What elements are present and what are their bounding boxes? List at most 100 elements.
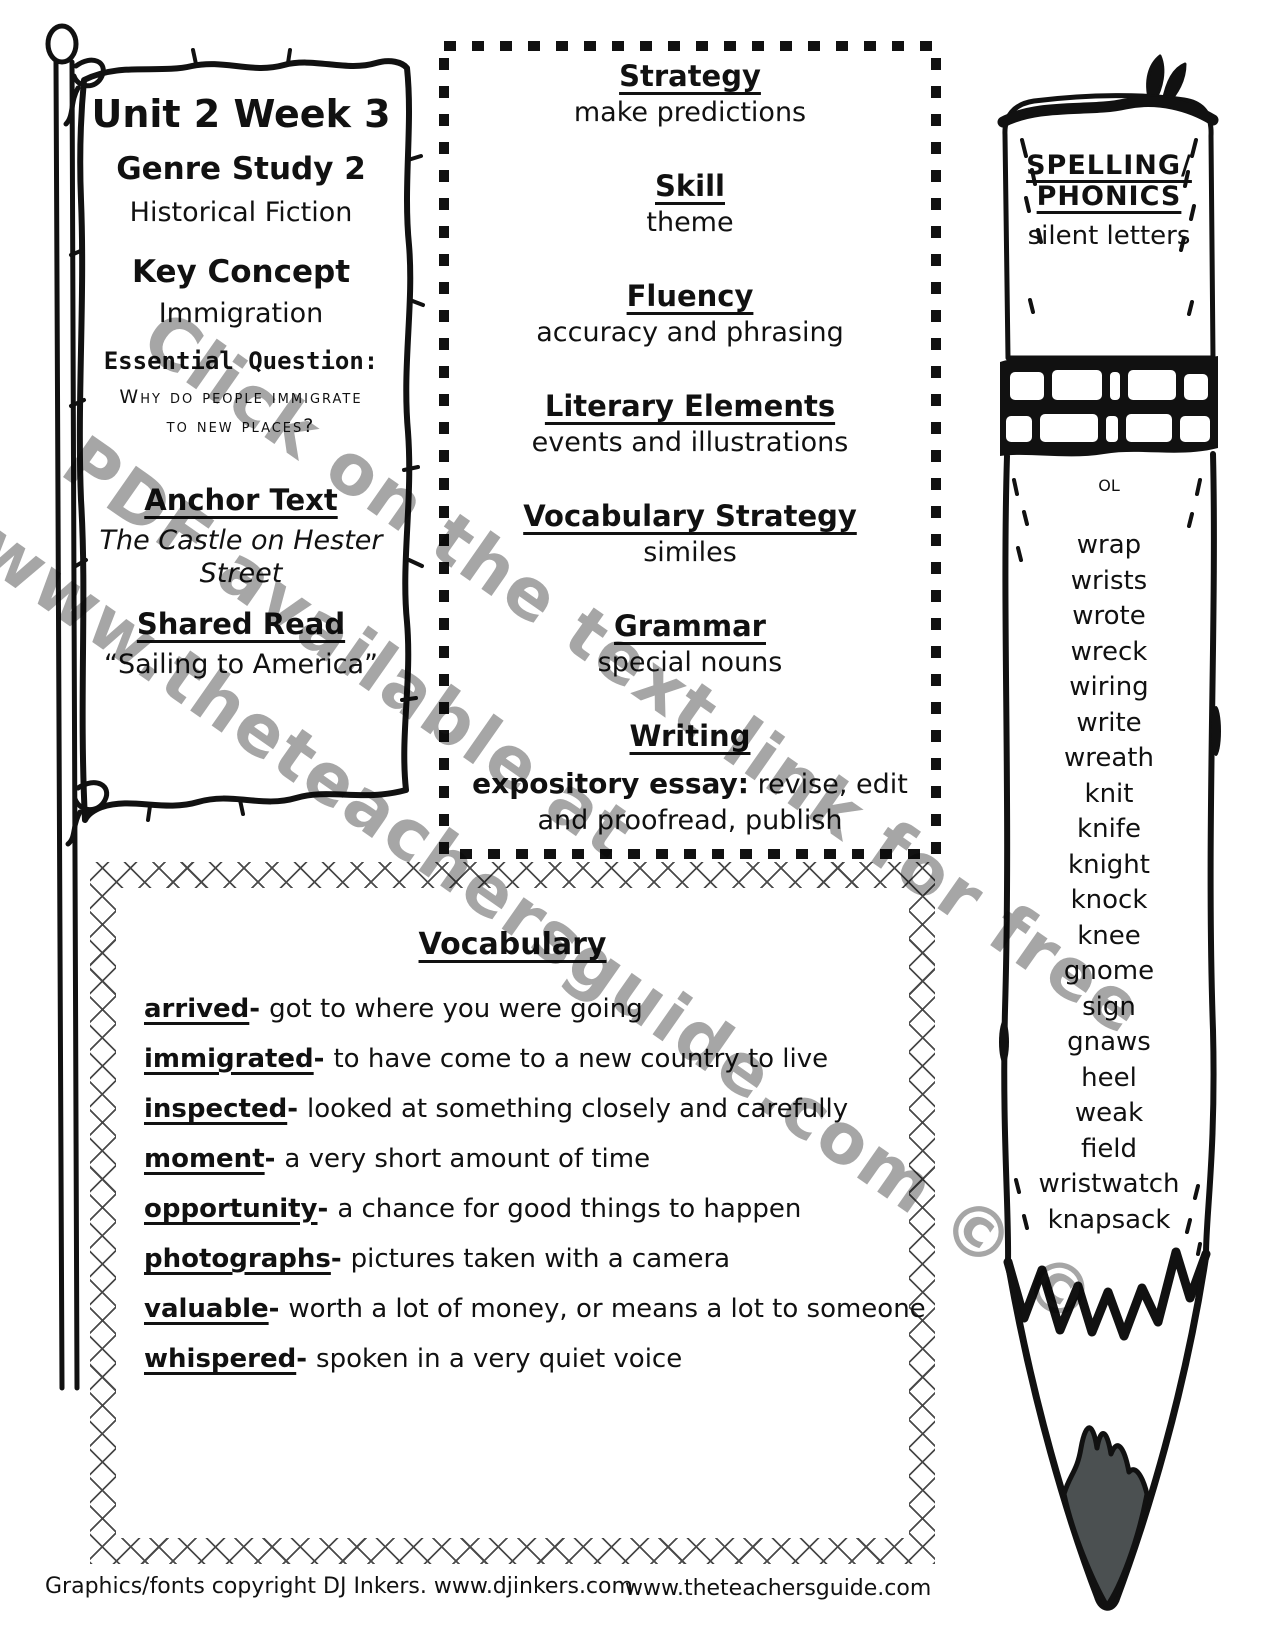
vocab-definition: a very short amount of time [284,1144,651,1174]
vocab-dash: - [330,1244,342,1274]
spelling-word: wrap [1076,530,1142,560]
spelling-subheading: silent letters [1027,221,1191,251]
vocab-word: opportunity [144,1194,318,1224]
vocab-entry: valuable-worth a lot of money, or means … [144,1284,926,1334]
vocab-definition: worth a lot of money, or means a lot to … [288,1294,926,1324]
skills-section: Vocabulary Strategy similes [446,498,934,570]
vocab-dash: - [313,1044,325,1074]
flag-tie-bottom [65,780,110,847]
spelling-heading-line2: PHONICS [1036,181,1182,212]
eraser-shading-dashes [1020,138,1198,316]
ol-level-label: OL [1098,476,1120,495]
vocab-word: immigrated [144,1044,314,1074]
skills-section: Fluency accuracy and phrasing [446,278,934,350]
flag-fabric [76,58,414,823]
spelling-word: wiring [1069,672,1149,702]
section-label: Fluency [626,279,754,313]
spelling-word-list: wrap wrists wrote wreck wiring write wre… [1006,528,1212,1238]
vocab-entry: inspected-looked at something closely an… [144,1084,909,1134]
pencil-body-left-edge [1001,453,1012,1265]
vocabulary-box-inner: Vocabulary arrived - got to where you were… [116,888,926,1538]
spelling-heading: SPELLING/ PHONICS silent letters [1006,150,1212,252]
vocabulary-box: Vocabulary arrived - got to where you were… [90,862,935,1564]
essential-question-line2: to new places? [166,415,316,437]
footer-website: www.theteachersguide.com [625,1576,932,1601]
vocab-dash: - [264,1144,276,1174]
writing-section: Writing expository essay: revise, edit a… [446,718,934,839]
pencil-illustration [997,54,1221,1611]
section-value: accuracy and phrasing [536,317,844,348]
section-label: Writing [629,719,751,753]
vocab-definition: a chance for good things to happen [337,1194,802,1224]
spelling-word: field [1080,1133,1138,1164]
vocabulary-title: Vocabulary [418,927,607,962]
spelling-word: knock [1070,885,1148,915]
spelling-word: knee [1077,920,1141,951]
flag-panel: Unit 2 Week 3 Genre Study 2 Historical F… [88,92,394,681]
spelling-word: sign [1082,991,1136,1022]
vocab-entry: moment-a very short amount of time [144,1134,909,1184]
section-value: theme [646,207,734,238]
vocab-definition: to have come to a new country to live [333,1044,829,1074]
vocab-dash: - [317,1194,329,1224]
vocab-dash: - [268,1294,280,1324]
pencil-eraser-top-edge [997,96,1219,128]
vocab-word: photographs [144,1244,331,1274]
vocab-dash: - [296,1344,308,1374]
spelling-word: wreck [1070,636,1148,667]
spelling-word: wreath [1064,743,1154,773]
genre-study-subtitle: Genre Study 2 [116,151,366,187]
footer-credit: Graphics/fonts copyright DJ Inkers. www.… [45,1574,633,1599]
flag-pole [69,59,80,1391]
section-label: Skill [655,169,725,203]
vocab-word: arrived [144,994,250,1024]
vocab-dash: - [287,1094,299,1124]
spelling-word: wristwatch [1038,1169,1180,1199]
body-shading-dashes [1012,478,1202,1256]
skills-section: Skill theme [446,168,934,240]
flag-pole [53,59,65,1391]
flag-edge-ticks [69,48,425,822]
vocab-word: whispered [144,1344,297,1374]
dotted-panel-border [439,41,941,859]
essential-question-label: Essential Question: [103,347,379,375]
pencil-graphite [1061,1425,1150,1609]
spelling-word: write [1076,707,1142,738]
section-label: Strategy [619,59,761,93]
section-label: Literary Elements [544,389,836,423]
essential-question-line1: Why do people immigrate [119,386,363,408]
vocab-entry: immigrated-to have come to a new country… [144,1034,909,1084]
flag-illustration [45,23,425,1391]
section-value: special nouns [597,647,783,678]
key-concept-value: Immigration [158,298,324,329]
vocab-word: inspected [144,1094,288,1124]
skills-section: Grammar special nouns [446,608,934,680]
vocabulary-entries: arrived - got to where you were going immi… [116,984,926,1384]
vocab-word: valuable [144,1294,269,1324]
spelling-word: gnaws [1067,1027,1151,1057]
pencil-ferrule-bricks [1006,370,1210,442]
section-value: events and illustrations [531,427,849,458]
skills-section: Strategy make predictions [446,58,934,130]
genre-name: Historical Fiction [129,197,353,228]
vocab-definition: looked at something closely and carefull… [307,1094,849,1124]
vocab-word: moment [144,1144,265,1174]
skills-panel: Strategy make predictions Skill theme Fl… [446,46,934,839]
vocab-definition: got to where you were going [269,994,643,1024]
pencil-wood-zigzag [1003,1247,1211,1341]
spelling-word: knight [1068,849,1150,880]
flag-pole-knob [45,23,79,65]
unit-week-title: Unit 2 Week 3 [91,92,391,136]
pencil-body-right-edge [1203,451,1217,1257]
spelling-word: heel [1081,1062,1137,1093]
section-value: similes [643,537,737,568]
flag-tie-top [63,57,106,127]
vocab-entry: whispered-spoken in a very quiet voice [144,1334,909,1384]
vocab-entry: photographs-pictures taken with a camera [144,1234,909,1284]
spelling-word: weak [1074,1098,1144,1128]
skills-section: Literary Elements events and illustratio… [446,388,934,460]
ink-blob [1211,706,1221,756]
section-value: make predictions [573,97,807,128]
